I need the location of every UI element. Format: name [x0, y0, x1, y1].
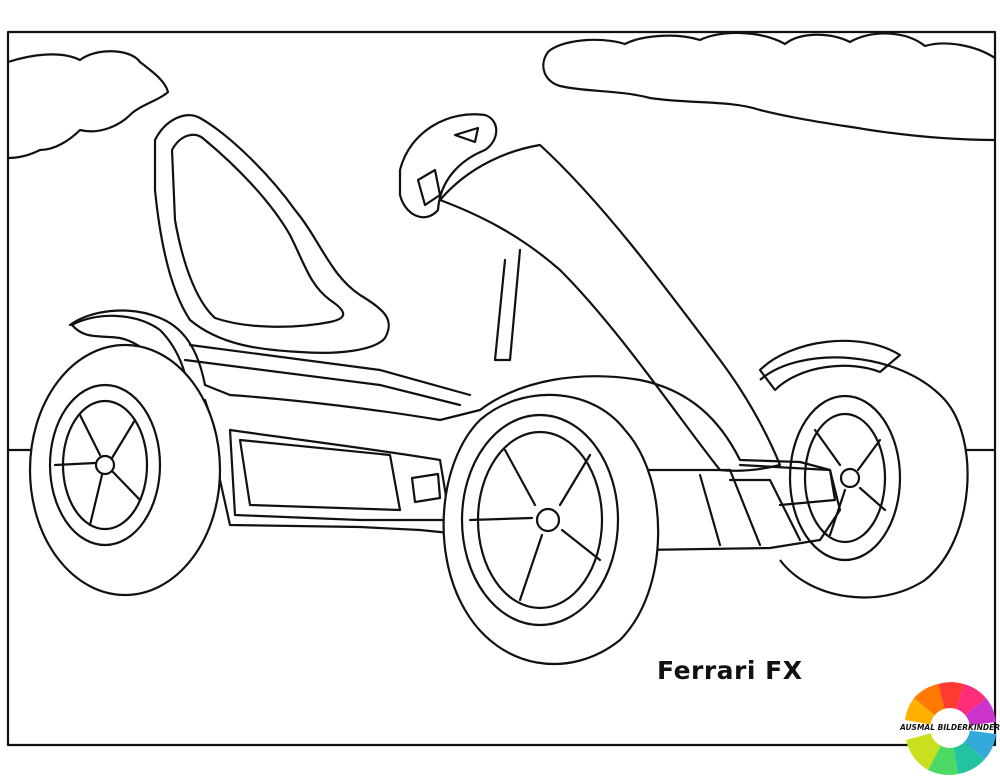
wheel-left-front [442, 393, 660, 666]
cloud-left [6, 50, 170, 160]
ferrari-badge [410, 472, 442, 504]
column-strut [493, 248, 522, 362]
steering-wheel [398, 113, 498, 219]
fender-right [758, 339, 902, 392]
page-frame [6, 30, 997, 747]
paint-splash-icon [905, 682, 996, 775]
ausmal-bilderkinder-logo: AUSMAL BILDERKINDER [900, 672, 1000, 778]
logo-text: AUSMAL BILDERKINDER [900, 723, 1000, 732]
seat [153, 114, 390, 354]
chassis [68, 309, 842, 552]
caption-title: Ferrari FX [657, 656, 803, 685]
wheel-left-rear [28, 343, 222, 597]
wheel-right-front [759, 356, 969, 599]
cloud-right [542, 31, 997, 142]
